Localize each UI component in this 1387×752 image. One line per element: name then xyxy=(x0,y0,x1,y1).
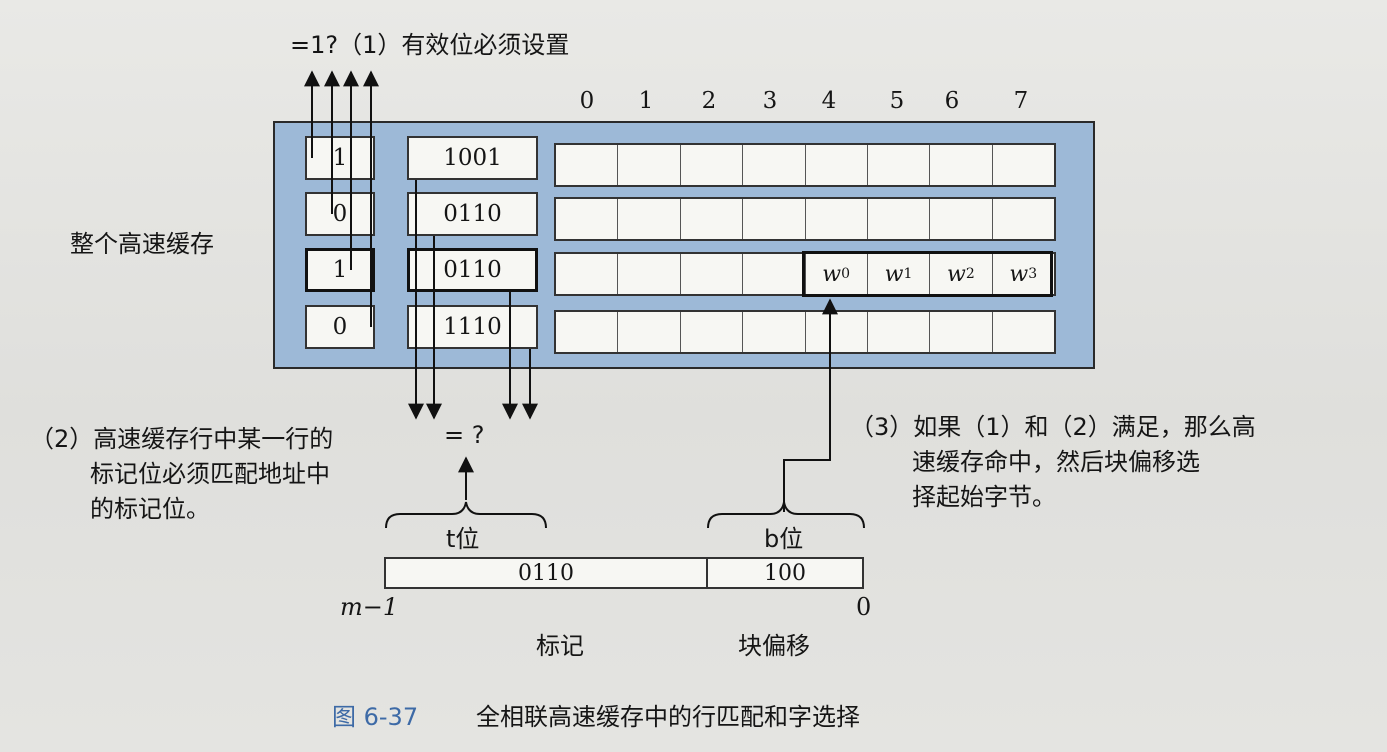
block-cell xyxy=(804,312,867,352)
b-bits-label: b位 xyxy=(764,525,804,553)
column-index-1: 1 xyxy=(638,88,654,114)
word-subscript: 1 xyxy=(903,266,913,282)
column-index-4: 4 xyxy=(821,88,837,114)
word-letter: w xyxy=(884,261,904,287)
address-offset-value: 100 xyxy=(764,560,806,586)
block-cell xyxy=(617,145,679,185)
block-cell xyxy=(617,312,679,352)
word-subscript: 3 xyxy=(1028,266,1038,282)
valid-bit-condition: =1?（1）有效位必须设置 xyxy=(290,31,570,59)
address-right-bit-index: 0 xyxy=(856,593,872,621)
block-cell xyxy=(866,312,929,352)
block-cell xyxy=(679,312,742,352)
tag-line-0: 1001 xyxy=(407,136,538,180)
offset-select-arrow xyxy=(783,298,838,512)
column-index-7: 7 xyxy=(1013,88,1029,114)
step2-line-3: 的标记位。 xyxy=(90,495,210,523)
valid-bit-line-0: 1 xyxy=(305,136,375,180)
block-cell xyxy=(679,199,742,239)
word-letter: w xyxy=(1009,261,1029,287)
address-left-bit-index: m−1 xyxy=(340,593,399,621)
block-line-0 xyxy=(554,143,1056,187)
selected-word-group xyxy=(802,251,1053,297)
word-subscript: 0 xyxy=(841,266,851,282)
column-index-0: 0 xyxy=(579,88,595,114)
column-index-6: 6 xyxy=(944,88,960,114)
step2-line-1: （2）高速缓存行中某一行的 xyxy=(30,425,334,453)
tag-line-3: 1110 xyxy=(407,305,538,349)
step2-line-2: 标记位必须匹配地址中 xyxy=(90,460,330,488)
block-cell xyxy=(804,199,867,239)
step3-line-2: 速缓存命中，然后块偏移选 xyxy=(912,448,1200,476)
tag-field-name: 标记 xyxy=(536,632,584,660)
valid-bit-line-2: 1 xyxy=(305,248,375,292)
block-cell xyxy=(866,199,929,239)
valid-bit-line-1: 0 xyxy=(305,192,375,236)
column-index-5: 5 xyxy=(889,88,905,114)
offset-field-name: 块偏移 xyxy=(738,632,810,660)
block-line-1 xyxy=(554,197,1056,241)
word-letter: w xyxy=(822,261,842,287)
tag-line-1: 0110 xyxy=(407,192,538,236)
cache-label: 整个高速缓存 xyxy=(70,230,214,258)
block-cell xyxy=(679,254,742,294)
block-cell xyxy=(991,199,1054,239)
column-index-3: 3 xyxy=(762,88,778,114)
block-cell xyxy=(742,145,804,185)
column-index-2: 2 xyxy=(701,88,717,114)
block-cell xyxy=(617,199,679,239)
block-cell xyxy=(866,145,929,185)
block-cell xyxy=(617,254,679,294)
tag-compare-label: = ? xyxy=(444,421,485,449)
address-bits: 0110 100 xyxy=(384,557,864,589)
block-cell xyxy=(742,199,804,239)
word-subscript: 2 xyxy=(965,266,975,282)
block-cell xyxy=(742,254,804,294)
t-bits-label: t位 xyxy=(446,525,480,553)
block-cell xyxy=(991,312,1054,352)
word-letter: w xyxy=(947,261,966,287)
valid-bit-line-3: 0 xyxy=(305,305,375,349)
step3-line-1: （3）如果（1）和（2）满足，那么高 xyxy=(850,413,1256,441)
t-bits-brace xyxy=(385,501,547,529)
block-cell xyxy=(929,145,991,185)
block-cell xyxy=(679,145,742,185)
block-cell xyxy=(929,312,991,352)
address-tag-value: 0110 xyxy=(386,559,708,587)
block-cell xyxy=(929,199,991,239)
b-bits-brace xyxy=(707,501,865,529)
block-line-3 xyxy=(554,310,1056,354)
figure-title: 全相联高速缓存中的行匹配和字选择 xyxy=(476,703,860,731)
block-cell xyxy=(742,312,804,352)
tag-line-2: 0110 xyxy=(407,248,538,292)
block-cell xyxy=(991,145,1054,185)
block-cell xyxy=(804,145,867,185)
figure-number: 图 6-37 xyxy=(332,703,419,731)
step3-line-3: 择起始字节。 xyxy=(912,483,1056,511)
